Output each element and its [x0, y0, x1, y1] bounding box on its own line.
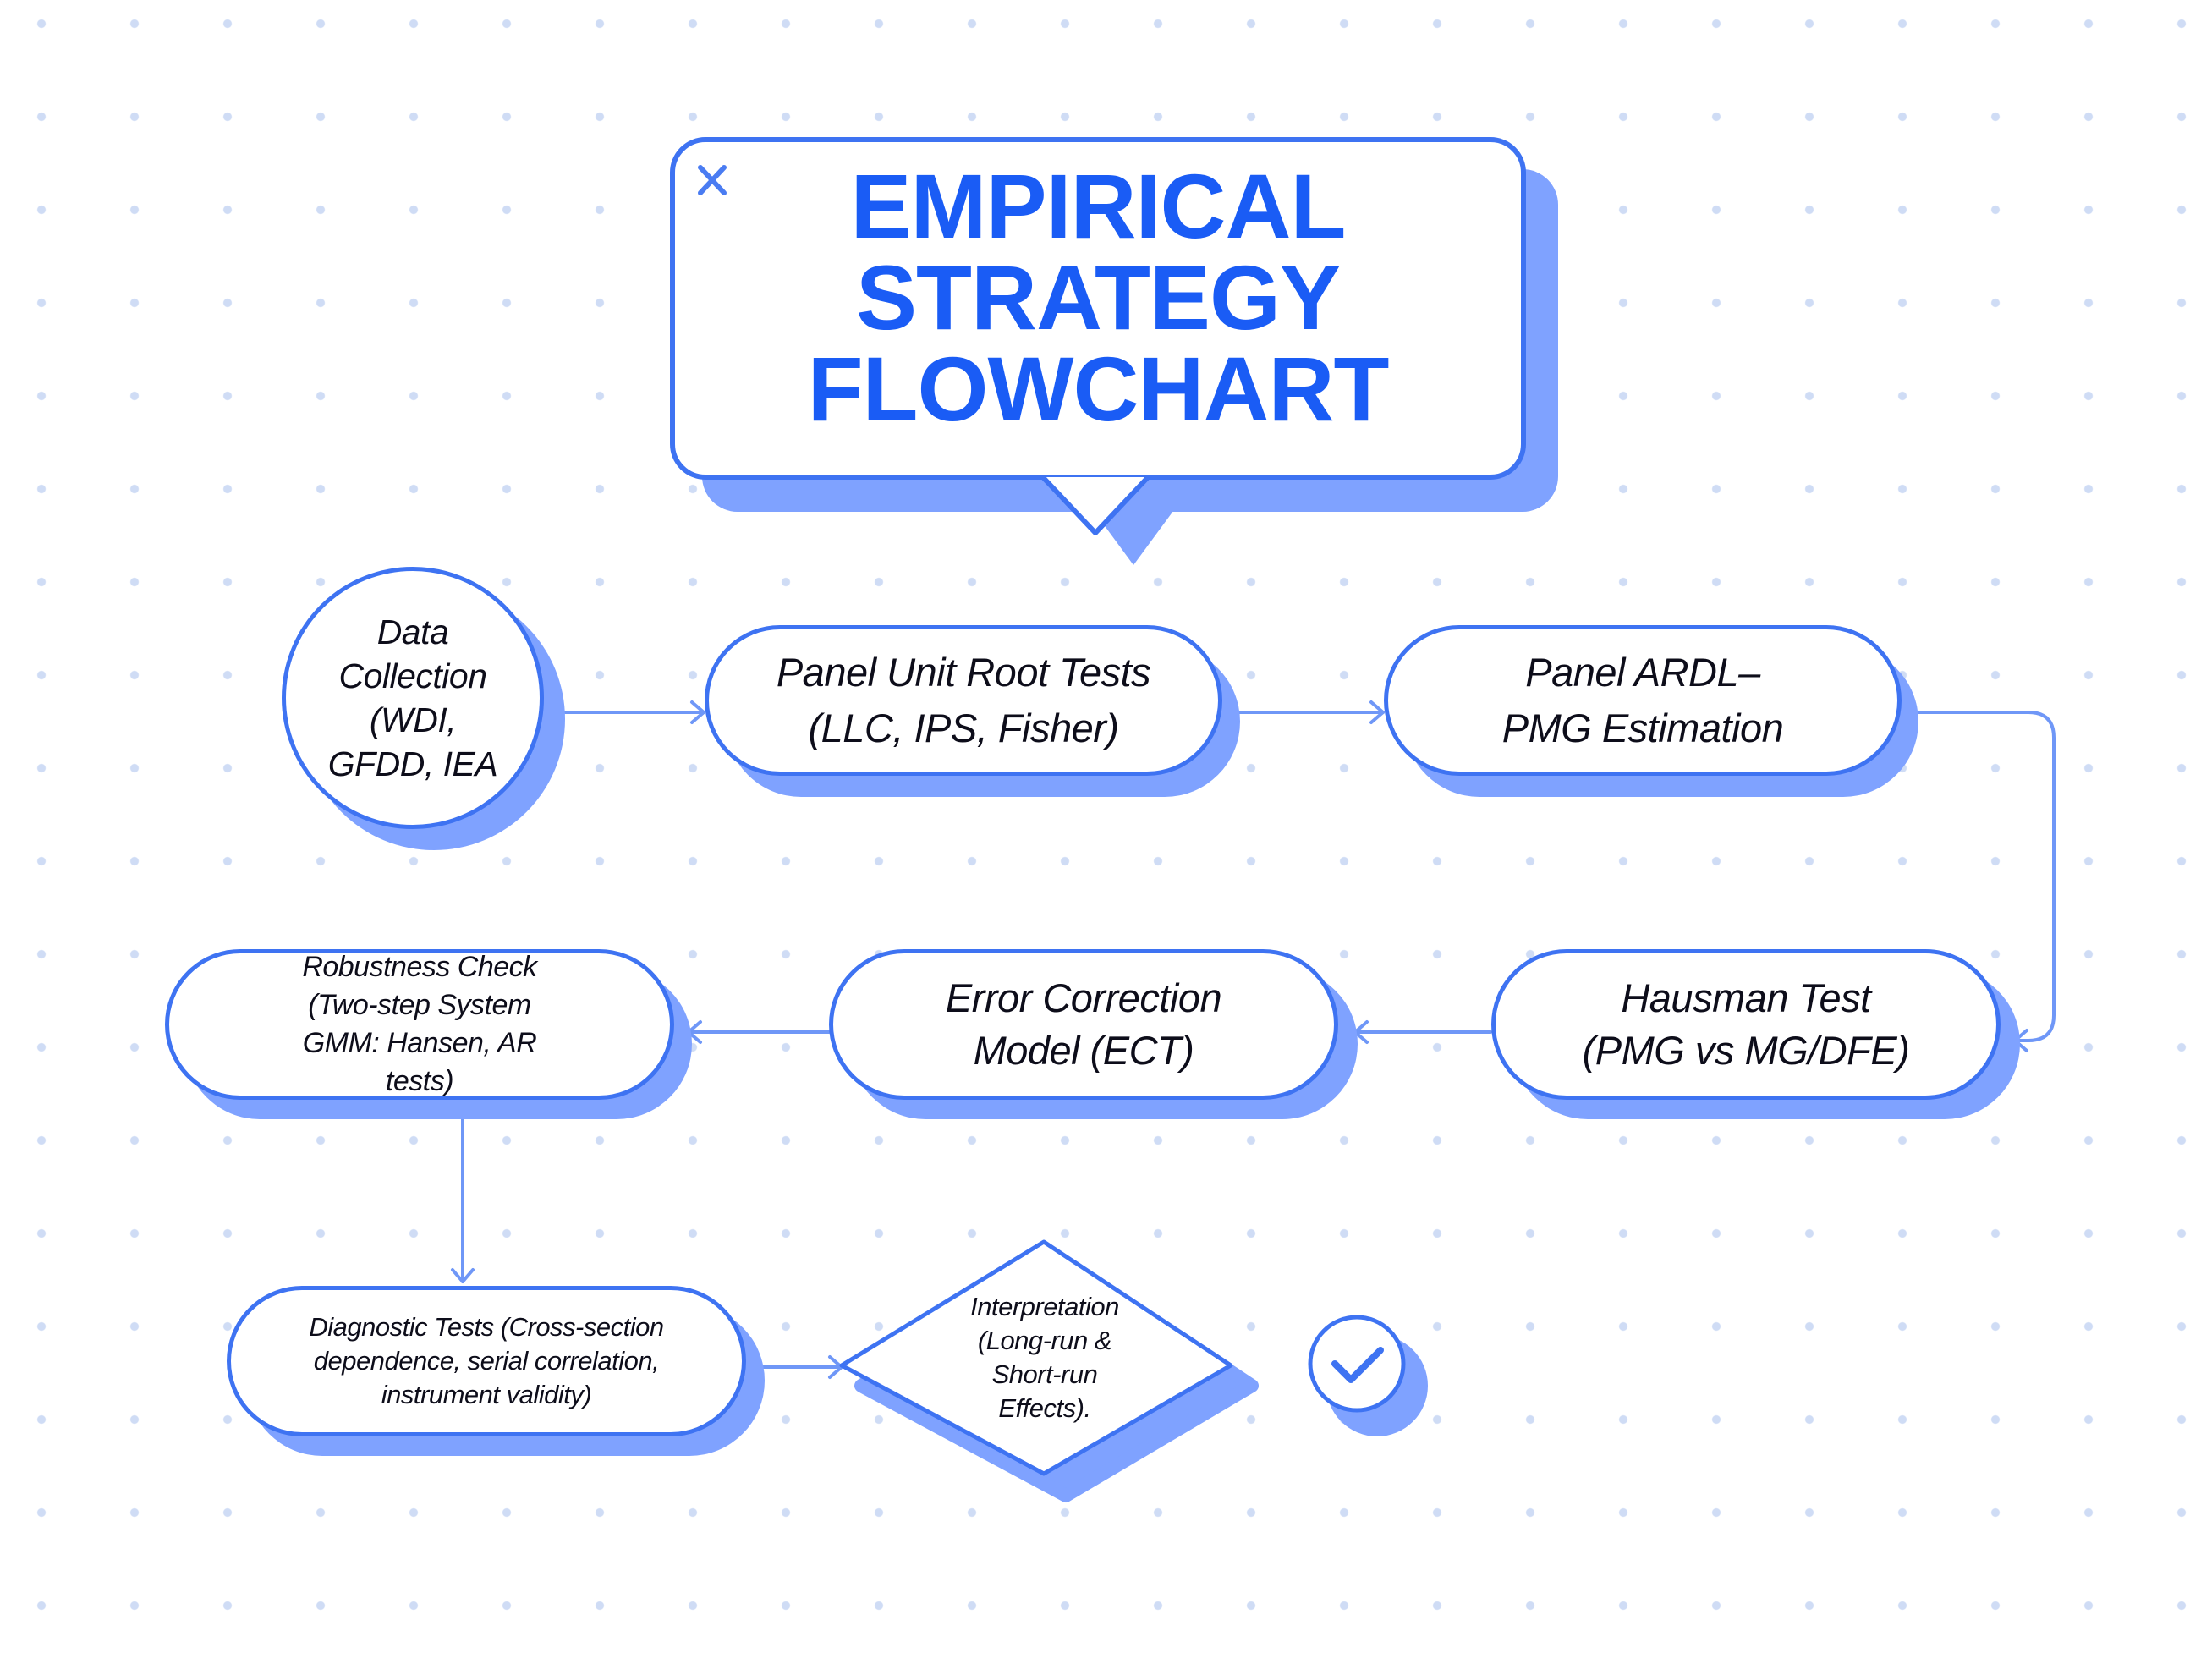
node-panel-ardl-pmg: Panel ARDL– PMG Estimation: [1384, 625, 1902, 776]
node-hausman-test-label: Hausman Test (PMG vs MG/DFE): [1582, 975, 1910, 1073]
node-error-correction-model-label: Error Correction Model (ECT): [945, 975, 1222, 1073]
check-icon: [1331, 1347, 1384, 1383]
diagram-title: EMPIRICAL STRATEGY FLOWCHART: [807, 155, 1390, 440]
node-diagnostic-tests: Diagnostic Tests (Cross-section dependen…: [227, 1286, 746, 1436]
node-robustness-check-label: Robustness Check (Two-step System GMM: H…: [302, 951, 537, 1097]
node-hausman-test: Hausman Test (PMG vs MG/DFE): [1491, 949, 2001, 1100]
node-error-correction-model: Error Correction Model (ECT): [829, 949, 1338, 1100]
node-interpretation-label: Interpretation (Long-run & Short-run Eff…: [970, 1292, 1119, 1423]
node-panel-unit-root-tests: Panel Unit Root Tests (LLC, IPS, Fisher): [705, 625, 1222, 776]
node-diagnostic-tests-label: Diagnostic Tests (Cross-section dependen…: [309, 1312, 664, 1409]
close-icon: [698, 165, 727, 195]
node-data-collection: Data Collection (WDI, GFDD, IEA: [282, 567, 544, 829]
title-callout: [670, 137, 1526, 480]
node-panel-unit-root-tests-label: Panel Unit Root Tests (LLC, IPS, Fisher): [776, 650, 1151, 750]
arrow-ardl-to-hausman: [1897, 711, 2056, 1042]
node-panel-ardl-pmg-label: Panel ARDL– PMG Estimation: [1501, 650, 1784, 750]
node-data-collection-label: Data Collection (WDI, GFDD, IEA: [327, 612, 498, 783]
node-robustness-check: Robustness Check (Two-step System GMM: H…: [165, 949, 674, 1100]
node-interpretation: Interpretation (Long-run & Short-run Eff…: [905, 1273, 1184, 1442]
